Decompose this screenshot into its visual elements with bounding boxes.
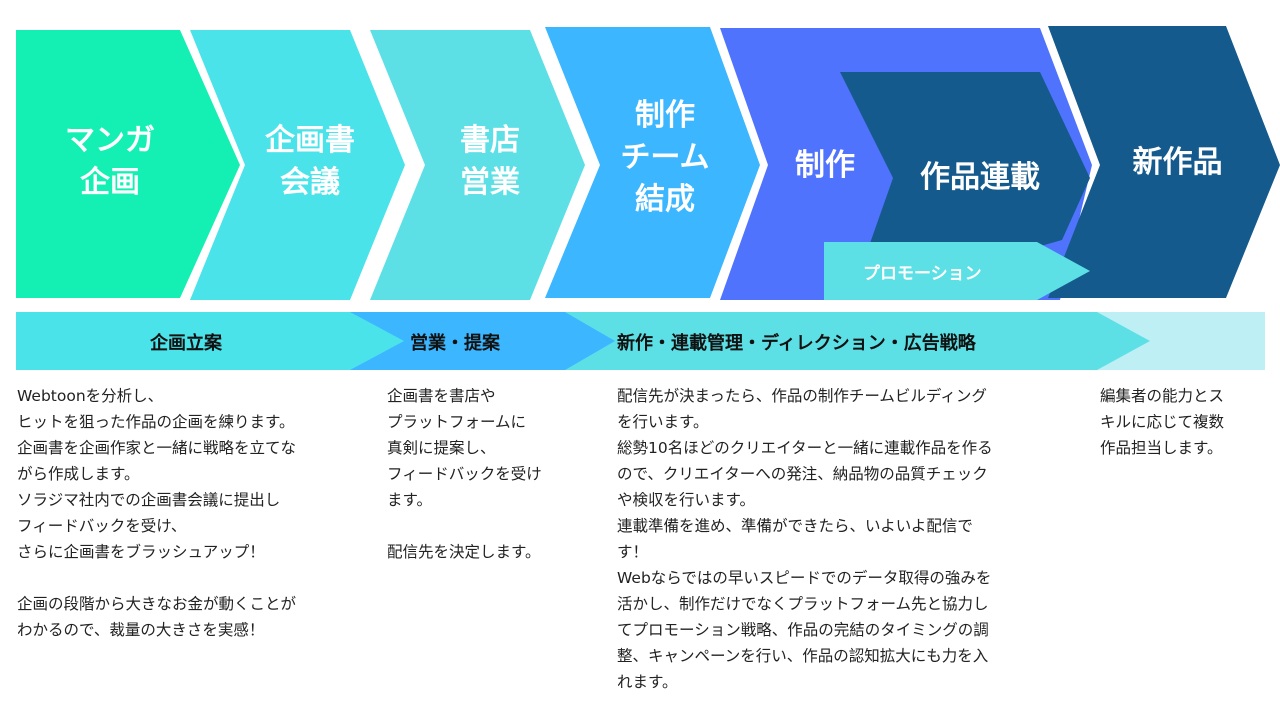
stage-label-new-work: 新作品 [1132, 145, 1223, 180]
phase-bar-3 [565, 312, 1150, 370]
phase-label-planning: 企画立案 [150, 333, 222, 354]
stage-label-production: 制作 [795, 148, 855, 183]
phase-bar-2 [350, 312, 615, 370]
stage-chevron-manga-planning [16, 30, 240, 298]
stage-chevron-bookstore-sales [370, 30, 585, 300]
phase-bar-1 [16, 312, 404, 370]
stage-chevron-new-work [1048, 26, 1280, 298]
phase-label-sales: 営業・提案 [410, 333, 500, 354]
description-new-work: 編集者の能力とス キルに応じて複数 作品担当します。 [1100, 387, 1225, 457]
phase-label-management: 新作・連載管理・ディレクション・広告戦略 [617, 333, 976, 354]
description-management: 配信先が決まったら、作品の制作チームビルディング を行います。 総勢10名ほどの… [617, 387, 993, 691]
promotion-arrow [824, 242, 1090, 300]
stage-label-proposal-meeting: 企画書 会議 [265, 123, 355, 200]
promotion-label: プロモーション [863, 264, 982, 284]
stage-label-bookstore-sales: 書店 営業 [460, 123, 520, 200]
stage-chevron-team-building [545, 27, 760, 298]
stage-chevron-proposal-meeting [190, 30, 405, 300]
stage-label-serialization: 作品連載 [920, 160, 1040, 195]
description-sales: 企画書を書店や プラットフォームに 真剣に提案し、 フィードバックを受け ます。… [387, 387, 542, 561]
stage-label-team-building: 制作 チーム 結成 [620, 98, 710, 217]
stage-label-manga-planning: マンガ 企画 [65, 123, 155, 200]
description-planning: Webtoonを分析し、 ヒットを狙った作品の企画を練ります。 企画書を企画作家… [17, 387, 297, 639]
